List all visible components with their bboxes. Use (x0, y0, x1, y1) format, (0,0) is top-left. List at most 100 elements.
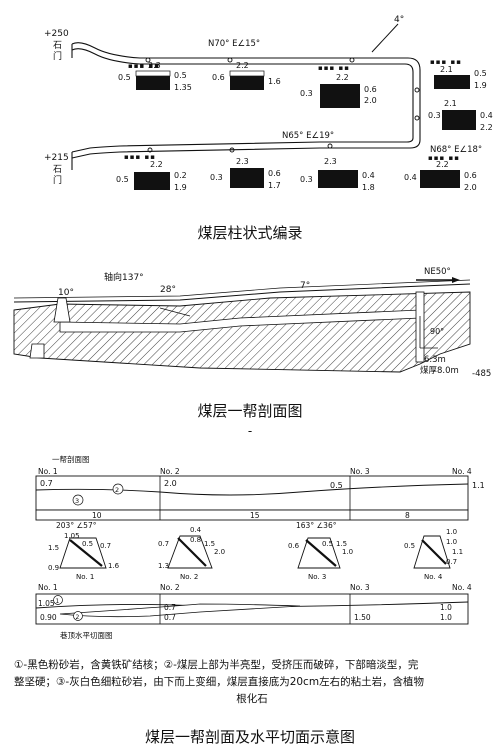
thickness-label: 煤厚8.0m (420, 365, 459, 376)
column-top-value: 2.3 (324, 157, 337, 166)
legend-line-2: 整坚硬；③-灰白色细粒砂岩，由下而上变细，煤层直接底为20cm左右的粘土岩，含植… (14, 676, 425, 688)
column-top-value: 2.1 (444, 99, 457, 108)
svg-text:0.9: 0.9 (48, 564, 59, 572)
svg-text:0.7: 0.7 (158, 540, 169, 548)
plan-station-3: No. 3 (350, 583, 370, 592)
orientation-label-2: N65° E∠19° (282, 131, 334, 141)
column-right-value-1: 0.6 (464, 171, 477, 180)
level-label-upper: +250 (44, 29, 69, 39)
svg-text:No. 3: No. 3 (308, 573, 326, 581)
plan-value-f: 1.0 (440, 603, 452, 612)
column-right-value-2: 1.7 (268, 181, 281, 190)
section-value-a: 0.7 (40, 479, 53, 488)
column-right-value-2: 1.8 (362, 183, 375, 192)
column-log: ▪▪▪ ▪▪ 2.2 0.3 0.6 2.0 (300, 64, 377, 108)
distance-bar (35, 509, 469, 521)
column-log: 2.2 0.6 1.6 (212, 61, 281, 90)
column-log: ▪▪▪ ▪▪ 2.3 0.5 0.5 1.35 (118, 61, 192, 92)
svg-text:▪▪▪ ▪▪: ▪▪▪ ▪▪ (428, 154, 460, 162)
column-right-value-2: 1.35 (174, 83, 192, 92)
svg-text:No. 1: No. 1 (76, 573, 94, 581)
orientation-label-1: N70° E∠15° (208, 39, 260, 49)
plan-marker-1 (53, 595, 63, 605)
coal-seam-columnar-log-figure: +250 石 门 +215 石 门 4° N70° E∠15° N65° E∠1… (44, 15, 493, 192)
plan-lens (59, 603, 301, 618)
axis-label: 轴向137° (104, 271, 144, 283)
plan-value-a: 1.05 (38, 599, 55, 608)
right-angle-label: 90° (430, 327, 444, 336)
angle-right-label: 7° (300, 281, 310, 291)
svg-text:1.5: 1.5 (336, 540, 347, 548)
section-value-b: 2.0 (164, 479, 177, 488)
column-left-value: 0.3 (300, 175, 313, 184)
column-top-value: 2.2 (150, 160, 163, 169)
legend-line-3: 根化石 (236, 693, 268, 705)
coal-seam-section-figure: 10° 轴向137° 28° 7° NE50° 90° 6.3m 煤厚8.0m … (13, 267, 491, 379)
column-log: ▪▪▪ ▪▪ 2.2 0.4 0.6 2.0 (404, 154, 477, 192)
svg-text:1.0: 1.0 (342, 548, 353, 556)
section-and-plan-figure: 一帮剖面图 No. 1 No. 2 No. 3 No. 4 3 2 0.7 2.… (35, 454, 485, 640)
svg-text:2: 2 (76, 614, 80, 621)
column-right-value-1: 0.5 (174, 71, 187, 80)
column-right-value-1: 0.6 (268, 169, 281, 178)
station-markers (145, 57, 420, 153)
column-right-value-1: 0.6 (364, 85, 377, 94)
column-left-value: 0.6 (212, 73, 225, 82)
svg-text:1.0: 1.0 (446, 528, 457, 536)
orientation-label-4: 4° (394, 15, 404, 25)
svg-text:1.1: 1.1 (452, 548, 463, 556)
column-top-value: 2.2 (236, 61, 249, 70)
crosscut-label-lower-2: 门 (53, 174, 62, 186)
layer-marker-2 (112, 483, 124, 495)
column-log: 2.1 0.3 0.4 2.2 (428, 99, 493, 132)
plan-value-b: 0.90 (40, 613, 57, 622)
column-right-value-2: 2.0 (364, 96, 377, 105)
legend-line-1: ①-黑色粉砂岩，含黄铁矿结核；②-煤层上部为半亮型，受挤压而破碎，下部暗淡型，完 (14, 659, 419, 671)
column-right-value-1: 0.4 (480, 111, 493, 120)
column-right-value-1: 0.2 (174, 171, 187, 180)
column-right-value-2: 2.2 (480, 123, 493, 132)
column-right-value-1: 1.6 (268, 77, 281, 86)
station-label-3: No. 3 (350, 467, 370, 476)
svg-text:▪▪▪ ▪▪: ▪▪▪ ▪▪ (318, 64, 350, 72)
column-right-value-2: 1.9 (474, 81, 487, 90)
svg-text:0.5: 0.5 (82, 540, 93, 548)
plan-value-c: 0.7 (164, 603, 176, 612)
column-log: ▪▪▪ ▪▪ 2.1 0.5 1.9 (430, 58, 487, 90)
column-left-value: 0.4 (404, 173, 417, 182)
station-label-2: No. 2 (160, 467, 180, 476)
level-label: -485 (472, 369, 491, 379)
distance-1: 10 (92, 511, 102, 520)
svg-text:No. 2: No. 2 (180, 573, 198, 581)
separator-mark: - (247, 424, 253, 438)
plan-station-4: No. 4 (452, 583, 472, 592)
face-sketch-3: 163° ∠36° 0.5 1.5 0.6 1.0 No. 3 (288, 521, 353, 581)
angle-mid-label: 28° (160, 285, 176, 295)
column-top-value: 2.1 (440, 65, 453, 74)
columns-right: ▪▪▪ ▪▪ 2.1 0.5 1.9 2.1 0.3 0.4 2.2 (428, 58, 493, 132)
svg-text:No. 4: No. 4 (424, 573, 443, 581)
svg-text:1.3: 1.3 (158, 562, 169, 570)
figure2-caption: 煤层一帮剖面图 (197, 402, 303, 420)
level-label-lower: +215 (44, 153, 69, 163)
orientation-label-3: N68° E∠18° (430, 145, 482, 155)
svg-text:▪▪▪ ▪▪: ▪▪▪ ▪▪ (124, 153, 156, 161)
plan-station-1: No. 1 (38, 583, 58, 592)
column-left-value: 0.3 (210, 173, 223, 182)
svg-text:0.6: 0.6 (288, 542, 300, 550)
station-label-1: No. 1 (38, 467, 58, 476)
svg-text:1.5: 1.5 (204, 540, 215, 548)
column-right-value-2: 2.0 (464, 183, 477, 192)
svg-text:▪▪▪ ▪▪: ▪▪▪ ▪▪ (128, 62, 160, 70)
seam-boundary (35, 483, 469, 496)
column-log: ▪▪▪ ▪▪ 2.2 0.5 0.2 1.9 (116, 153, 187, 192)
svg-text:2.0: 2.0 (214, 548, 225, 556)
svg-text:1.05: 1.05 (64, 532, 80, 540)
column-log: 2.3 0.3 0.4 1.8 (300, 157, 375, 192)
section-title: 一帮剖面图 (52, 454, 90, 464)
svg-text:2: 2 (115, 486, 119, 494)
face-sketch-1: 203° ∠57° 1.05 0.5 0.7 1.5 0.9 1.6 No. 1 (48, 521, 120, 581)
direction-arrow-line (371, 23, 399, 53)
svg-text:1: 1 (56, 598, 60, 605)
figure3-caption: 煤层一帮剖面及水平切面示意图 (144, 728, 355, 746)
